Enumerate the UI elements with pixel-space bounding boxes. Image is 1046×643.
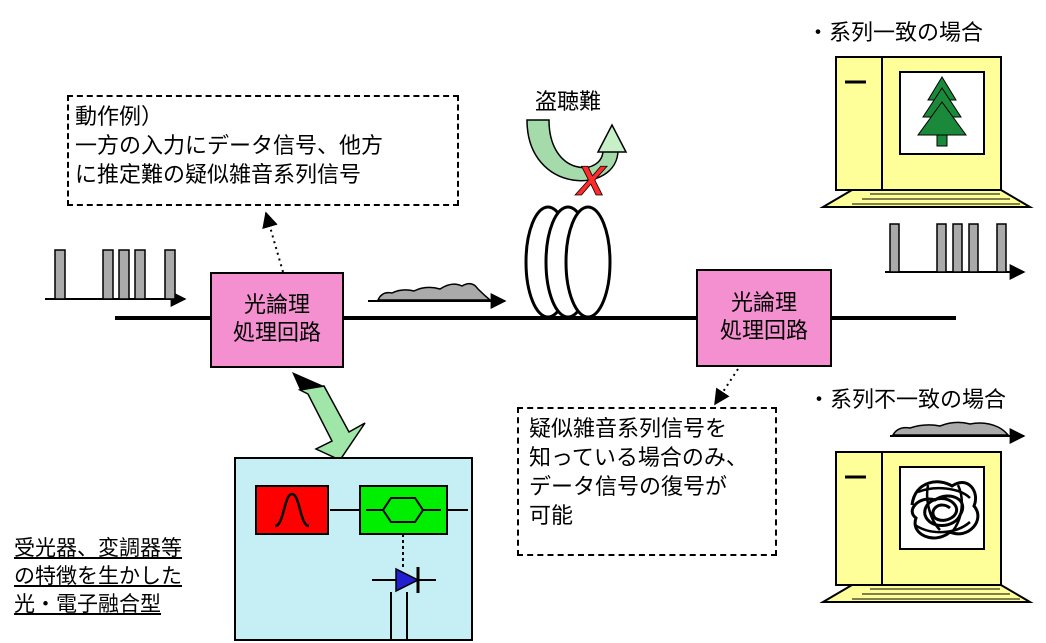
computer-icon [819, 56, 1034, 208]
blocked-mark: X [575, 157, 608, 204]
processor-label-line: 光論理 [243, 293, 310, 318]
caption-line: 受光器、変調器等 [14, 536, 182, 560]
processor-label-line: 処理回路 [719, 319, 808, 344]
computer-icon [819, 451, 1034, 603]
eavesdrop-arrow [526, 119, 628, 182]
scribble-icon [910, 480, 980, 540]
operation-example-note: 動作例） 一方の入力にデータ信号、他方 に推定難の疑似雑音系列信号 [67, 95, 459, 206]
photodiode-icon [372, 567, 436, 593]
dotted-connector-left [262, 211, 284, 273]
eavesdrop-difficult-label: 盗聴難 [535, 90, 602, 115]
noise-output-signal [890, 421, 1026, 444]
fusion-type-caption: 受光器、変調器等 の特徴を生かした 光・電子融合型 [14, 534, 182, 618]
caption-line: 光・電子融合型 [14, 592, 161, 616]
encoded-noise-signal [368, 282, 507, 309]
processor-label-line: 処理回路 [232, 321, 321, 346]
note-line: データ信号の復号が [529, 475, 728, 500]
processor-label-line: 光論理 [730, 291, 797, 316]
input-pulse-train [45, 249, 187, 307]
note-line: 疑似雑音系列信号を [529, 417, 728, 442]
decode-condition-note: 疑似雑音系列信号を 知っている場合のみ、 データ信号の復号が 可能 [517, 407, 777, 556]
fiber-coil-icon [524, 205, 612, 319]
note-line: 一方の入力にデータ信号、他方 [75, 134, 384, 159]
match-case-label: ・系列一致の場合 [807, 21, 984, 46]
note-line: 可能 [529, 504, 574, 529]
mismatch-case-label: ・系列不一致の場合 [808, 388, 1007, 413]
dotted-connector-right [714, 368, 739, 406]
optical-logic-processor-right: 光論理 処理回路 [696, 269, 832, 367]
caption-line: の特徴を生かした [14, 564, 182, 588]
note-line: 動作例） [75, 105, 164, 130]
fat-arrow-icon [292, 372, 366, 461]
output-pulse-train [885, 223, 1026, 280]
device-panel [234, 457, 473, 641]
tree-icon [917, 76, 967, 147]
note-line: 知っている場合のみ、 [529, 446, 748, 471]
optical-logic-processor-left: 光論理 処理回路 [210, 272, 344, 368]
note-line: に推定難の疑似雑音系列信号 [75, 163, 362, 188]
